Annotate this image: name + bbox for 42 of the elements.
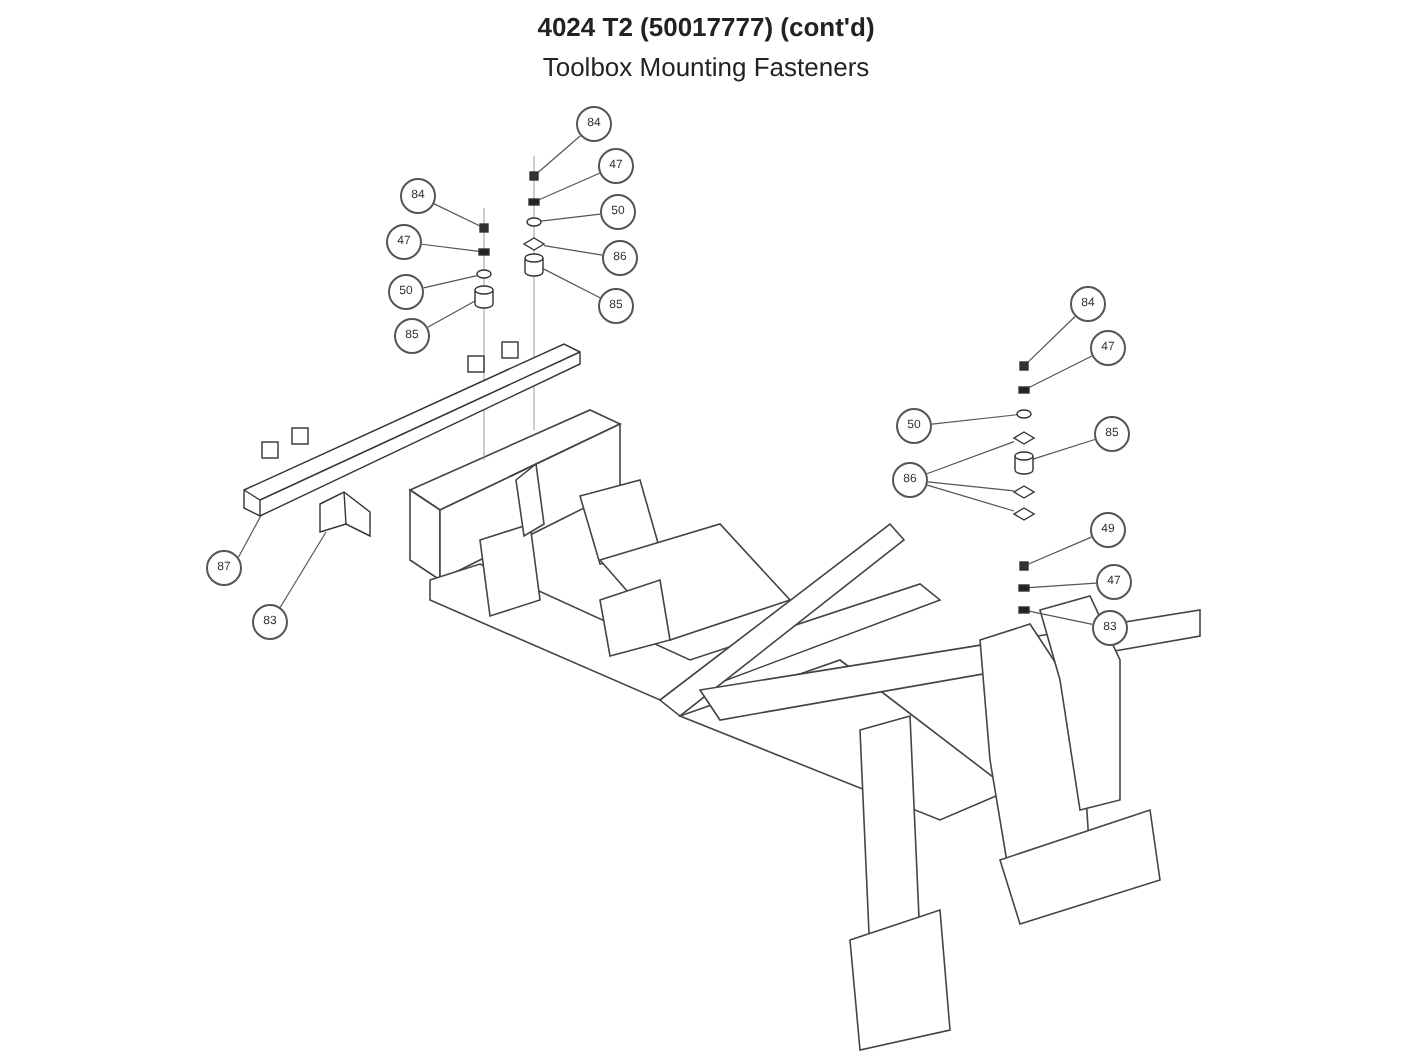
leader-line bbox=[537, 135, 581, 174]
bolt-part bbox=[479, 223, 489, 233]
leader-line bbox=[931, 414, 1018, 425]
leader-line bbox=[926, 484, 1015, 512]
leader-line bbox=[433, 203, 481, 227]
bolt-part bbox=[529, 171, 539, 181]
title: 4024 T2 (50017777) (cont'd) bbox=[535, 12, 877, 42]
leader-line bbox=[926, 441, 1015, 475]
leader-line bbox=[422, 275, 478, 289]
nut-part bbox=[1018, 386, 1030, 394]
plate-part bbox=[1012, 431, 1036, 445]
leader-line bbox=[421, 243, 480, 252]
washer-part bbox=[526, 217, 542, 227]
leader-line bbox=[538, 172, 601, 201]
nut-part bbox=[528, 198, 540, 206]
leader-line bbox=[279, 531, 327, 608]
leader-line bbox=[927, 481, 1015, 492]
spacer-part bbox=[474, 285, 494, 309]
leader-line bbox=[427, 300, 476, 328]
plate-part bbox=[522, 237, 546, 251]
leader-line bbox=[1028, 355, 1093, 389]
plate-part bbox=[1012, 507, 1036, 521]
nut-part bbox=[478, 248, 490, 256]
bracket-part bbox=[319, 491, 371, 538]
leader-line bbox=[1028, 610, 1093, 625]
washer-part bbox=[1016, 409, 1032, 419]
spacer-part bbox=[1014, 451, 1034, 475]
nut-part bbox=[1018, 584, 1030, 592]
washer-part bbox=[476, 269, 492, 279]
leader-line bbox=[1027, 315, 1076, 363]
plate-part bbox=[1012, 485, 1036, 499]
bolt-part bbox=[1019, 561, 1029, 571]
leader-line bbox=[1028, 582, 1097, 589]
leader-line bbox=[1027, 536, 1093, 565]
nut-part bbox=[1018, 606, 1030, 614]
subtitle: Toolbox Mounting Fasteners bbox=[540, 52, 872, 82]
leader-line bbox=[540, 213, 601, 222]
bolt-part bbox=[1019, 361, 1029, 371]
leader-line bbox=[543, 245, 603, 256]
leader-line bbox=[542, 268, 601, 299]
leader-line bbox=[1032, 438, 1096, 460]
spacer-part bbox=[524, 253, 544, 277]
